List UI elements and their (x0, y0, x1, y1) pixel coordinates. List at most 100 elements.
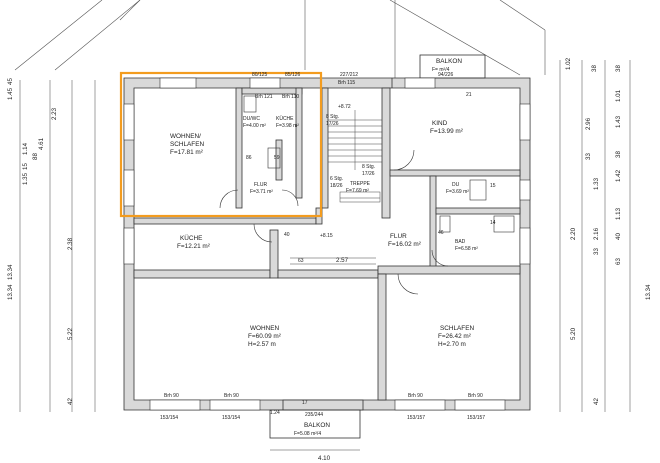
treppe-name: TREPPE (350, 181, 371, 187)
right-dim-label: 1.02 (565, 57, 572, 70)
brh-115: Brh 115 (338, 80, 355, 86)
walls (123, 77, 531, 411)
right-dim-label: 33 (593, 248, 600, 255)
right-dim-label: 2.16 (593, 227, 600, 240)
left-dim-label: 15 (22, 163, 29, 170)
dim-21: 21 (466, 92, 472, 98)
right-dim-label: 40 (615, 233, 622, 240)
flur-name: FLUR (390, 233, 407, 240)
staircase (328, 110, 382, 203)
stair-b: 8 Stg. (362, 164, 375, 170)
du-right-area: F=3.69 m² (446, 189, 469, 195)
right-dim-label: 13.34 (645, 284, 652, 300)
doors (219, 149, 449, 295)
kind-name: KIND (432, 120, 448, 127)
left-dimension-lines (19, 80, 96, 412)
left-dim-label: 1.35 (22, 172, 29, 185)
balkon-bottom-name: BALKON (304, 422, 330, 429)
right-dim-label: 38 (591, 65, 598, 72)
brh-90-d: Brh 90 (468, 393, 483, 399)
stair-b2: 17/26 (362, 171, 375, 177)
left-dim-label: 1.14 (22, 142, 29, 155)
win-153157-b: 153/157 (467, 415, 485, 421)
right-dim-label: 1.42 (615, 169, 622, 182)
left-dim-label: 42 (67, 398, 74, 405)
balkon-bottom-area: F=5.08 m²/4 (294, 431, 321, 437)
wohnen-schlafen-name: WOHNEN/ (170, 133, 201, 140)
flur-small-name: FLUR (254, 182, 267, 188)
treppe-area: F=7.69 m² (346, 188, 369, 194)
dim-59: 59 (274, 155, 280, 161)
stair-a2: 17/26 (326, 121, 339, 127)
balkon-top-area: F= m²/4 (432, 67, 450, 73)
brh-110: Brh 110 (282, 94, 299, 100)
left-dim-label: 2.38 (67, 237, 74, 250)
stair-a: 8 Stg. (326, 114, 339, 120)
wohnen-area: F=60.09 m² (248, 333, 281, 340)
stair-c2: 18/26 (330, 183, 343, 189)
dim-14: 14 (490, 220, 496, 226)
wohnen-height: H=2.57 m (248, 341, 276, 348)
stair-c: 6 Stg. (330, 176, 343, 182)
win-85126: 85/126 (285, 72, 301, 78)
dim-257: 2.57 (336, 257, 349, 264)
flur-small-area: F=3.71 m² (250, 189, 273, 195)
highlight-frame (119, 71, 323, 218)
kueche-name: KÜCHE (180, 234, 202, 242)
balcony-bottom (269, 409, 361, 439)
brh-90-b: Brh 90 (224, 393, 239, 399)
left-dim-label: 88 (32, 153, 39, 160)
kind-area: F=13.99 m² (430, 128, 463, 135)
win-153154-b: 153/154 (222, 415, 240, 421)
du-right-name: DU (452, 182, 460, 188)
level-mid: +8.15 (320, 233, 333, 239)
bottom-dim: 4.10 (318, 455, 331, 462)
dusche-wc-name: DU/WC (243, 116, 260, 122)
right-dim-label: 1.13 (615, 207, 622, 220)
brh-121: Brh 121 (255, 94, 273, 100)
schlafen-height: H=2.70 m (438, 341, 466, 348)
right-dim-label: 1.43 (615, 115, 622, 128)
left-dim-label: 13.34 (7, 284, 14, 300)
schlafen-name: SCHLAFEN (440, 325, 474, 332)
right-dim-label: 63 (615, 258, 622, 265)
flur-area: F=16.02 m² (388, 241, 421, 248)
dim-124: 1.24 (270, 410, 280, 416)
right-dim-label: 1.33 (593, 177, 600, 190)
left-dim-label: 45 (7, 78, 14, 85)
kueche-small-area: F=3.98 m² (276, 123, 299, 129)
left-dim-label: 13.34 (7, 264, 14, 280)
left-dim-label: 4.61 (38, 137, 45, 150)
win-153154-a: 153/154 (160, 415, 178, 421)
win-235244: 235/244 (305, 412, 323, 418)
balkon-top-name: BALKON (436, 58, 462, 65)
balcony-top (419, 54, 486, 79)
left-dim-label: 2.23 (51, 107, 58, 120)
site-lines (14, 0, 546, 80)
left-dim-label: 1.45 (7, 87, 14, 100)
windows (123, 77, 531, 411)
right-dim-label: 2.20 (570, 227, 577, 240)
right-dim-label: 38 (615, 65, 622, 72)
right-dimension-lines (559, 60, 631, 412)
dim-40a: 40 (284, 232, 290, 238)
right-dim-label: 2.96 (585, 117, 592, 130)
level-upper: +8.72 (338, 104, 351, 110)
dim-86: 86 (246, 155, 252, 161)
brh-90-a: Brh 90 (164, 393, 179, 399)
entry-steps (290, 257, 376, 271)
left-dim-label: 5.22 (67, 327, 74, 340)
wohnen-schlafen-name2: SCHLAFEN (170, 141, 204, 148)
win-153157-a: 153/157 (407, 415, 425, 421)
right-dim-label: 5.20 (570, 327, 577, 340)
dim-63a: 63 (298, 258, 304, 264)
right-dim-label: 33 (585, 153, 592, 160)
right-dim-label: 42 (593, 398, 600, 405)
kueche-small-name: KÜCHE (276, 115, 294, 122)
kueche-area: F=12.21 m² (177, 243, 210, 250)
dim-17: 17 (302, 400, 308, 406)
right-dim-label: 1.01 (615, 89, 622, 102)
